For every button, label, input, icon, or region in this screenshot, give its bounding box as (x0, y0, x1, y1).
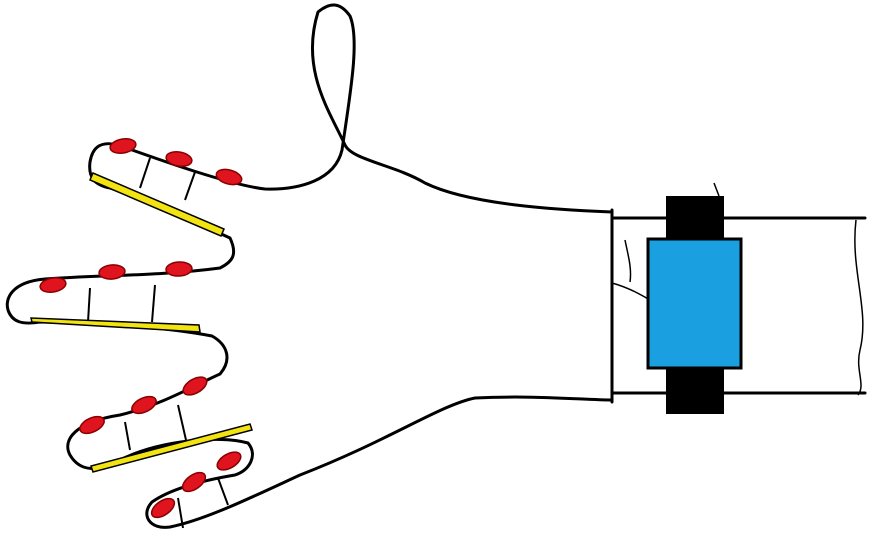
wrist-strap-top (666, 196, 724, 240)
joint-sensor (215, 168, 243, 186)
joint-sensor (131, 395, 157, 415)
joint-sensor (98, 264, 126, 280)
joint-sensor (182, 376, 208, 396)
wrist-device (646, 196, 743, 414)
joint-sensor (150, 497, 176, 519)
wire (611, 282, 651, 301)
joint-line (177, 404, 187, 441)
joint-line (217, 477, 229, 506)
wrist-module (646, 237, 743, 370)
strap-tick (713, 182, 720, 197)
fold-line (624, 239, 632, 283)
flex-strip-middle (30, 317, 201, 333)
joint-sensor (39, 276, 67, 294)
joint-line (139, 157, 151, 189)
joint-line (184, 171, 196, 201)
sleeve-end (854, 219, 864, 396)
joint-line (87, 287, 91, 323)
joint-sensor (79, 415, 105, 435)
joint-lines (87, 157, 229, 529)
joint-sensor (216, 451, 242, 471)
joint-sensor (165, 150, 193, 168)
joint-sensor (109, 137, 137, 155)
joint-line (124, 421, 131, 451)
flex-strip-ring (90, 423, 253, 473)
joint-sensors (39, 137, 243, 519)
joint-sensor (165, 261, 193, 277)
hand-outline (5, 3, 614, 529)
flex-sensor-strips (30, 172, 253, 473)
joint-sensor (181, 471, 207, 493)
joint-line (177, 497, 184, 529)
flex-strip-index (89, 172, 225, 237)
wrist-strap-bottom (666, 368, 724, 414)
joint-line (151, 284, 156, 323)
forearm-sleeve (610, 182, 867, 404)
